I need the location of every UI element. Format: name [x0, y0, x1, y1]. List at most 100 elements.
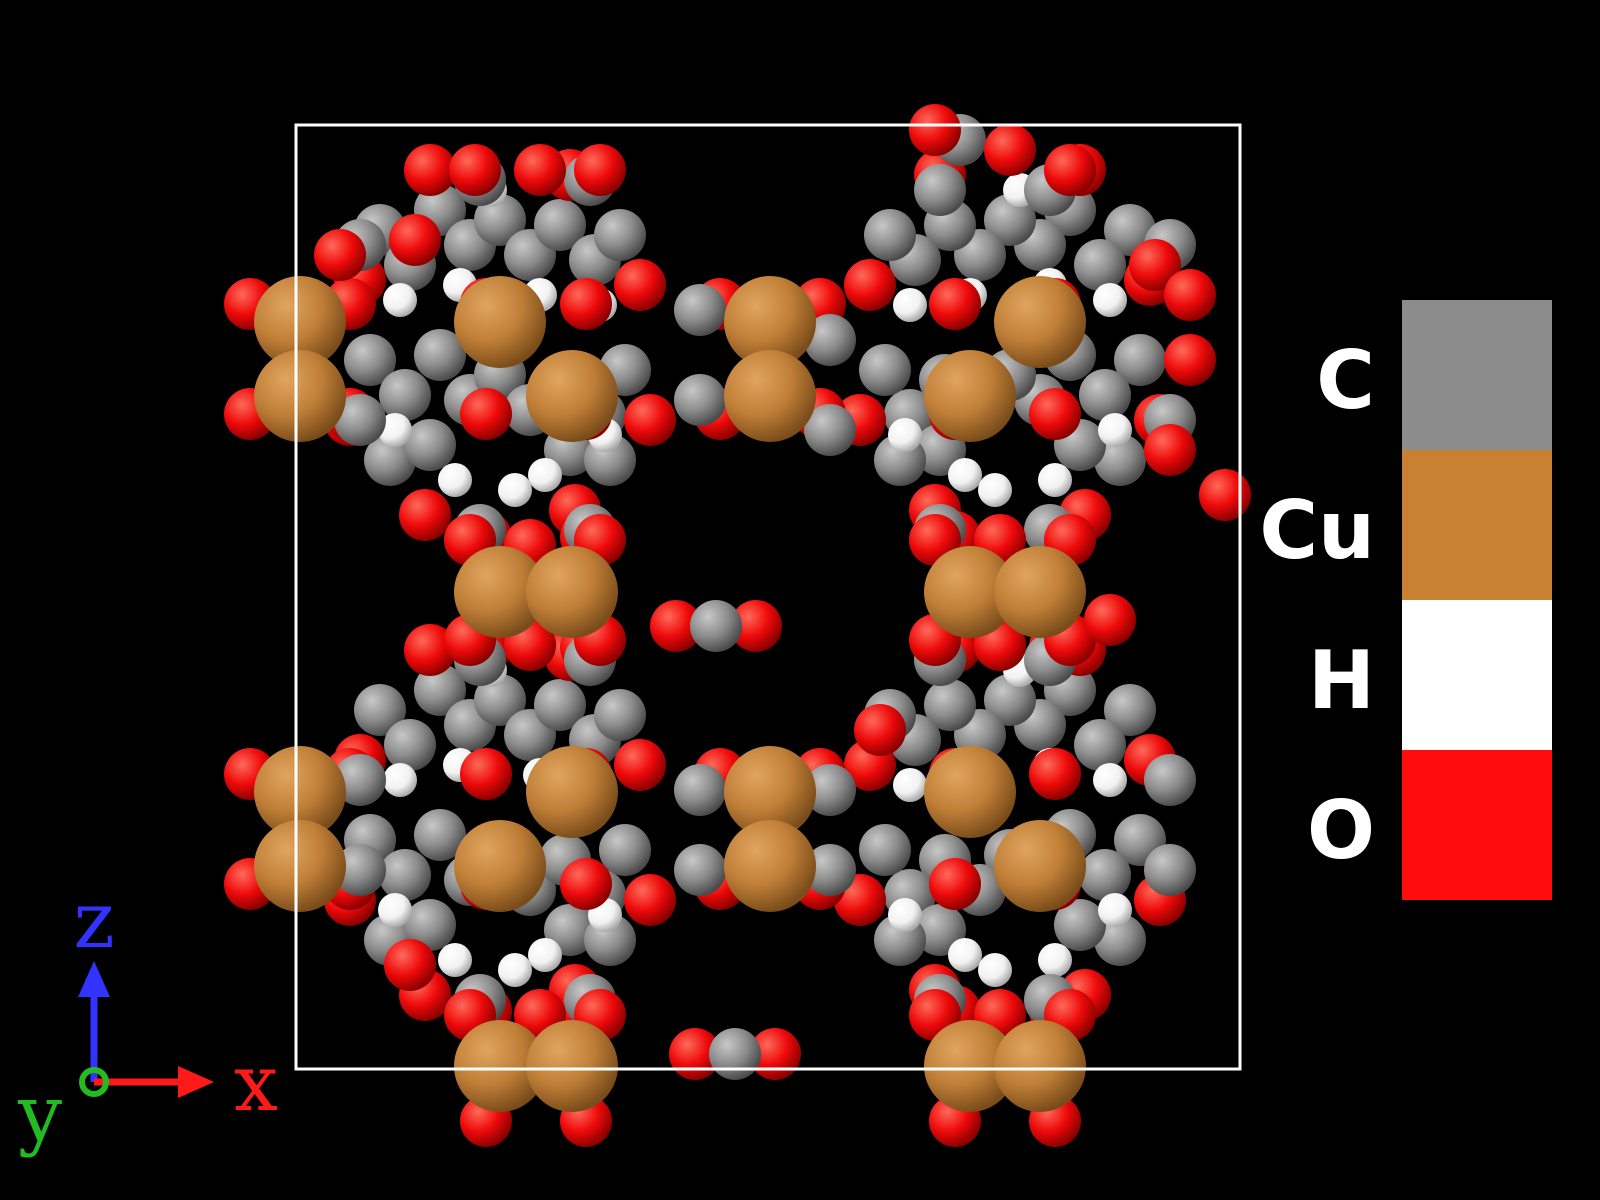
hydrogen-atom — [893, 288, 927, 322]
carbon-atom — [1094, 914, 1146, 966]
copper-atom — [254, 276, 346, 368]
oxygen-atom — [449, 144, 501, 196]
hydrogen-atom — [893, 768, 927, 802]
carbon-atom — [1144, 844, 1196, 896]
legend-label-cu: Cu — [1259, 484, 1375, 577]
carbon-atom — [859, 824, 911, 876]
oxygen-atom — [929, 278, 981, 330]
oxygen-atom — [404, 144, 456, 196]
oxygen-atom — [749, 1028, 801, 1080]
oxygen-atom — [1144, 424, 1196, 476]
oxygen-atom — [614, 259, 666, 311]
carbon-atom — [859, 344, 911, 396]
hydrogen-atom — [383, 283, 417, 317]
hydrogen-atom — [1098, 893, 1132, 927]
hydrogen-atom — [438, 943, 472, 977]
carbon-atom — [864, 209, 916, 261]
oxygen-atom — [1044, 144, 1096, 196]
copper-atom — [526, 546, 618, 638]
molecular-structure — [224, 104, 1251, 1147]
oxygen-atom — [624, 394, 676, 446]
carbon-atom — [804, 404, 856, 456]
copper-atom — [254, 350, 346, 442]
oxygen-atom — [1084, 594, 1136, 646]
hydrogen-atom — [528, 938, 562, 972]
carbon-atom — [364, 434, 416, 486]
carbon-atom — [354, 684, 406, 736]
copper-atom — [994, 1020, 1086, 1112]
carbon-atom — [1094, 434, 1146, 486]
legend-label-o: O — [1307, 784, 1375, 877]
oxygen-atom — [560, 278, 612, 330]
carbon-atom — [674, 374, 726, 426]
hydrogen-atom — [1038, 943, 1072, 977]
oxygen-atom — [909, 104, 961, 156]
carbon-atom — [414, 329, 466, 381]
oxygen-atom — [1199, 469, 1251, 521]
hydrogen-atom — [948, 938, 982, 972]
carbon-atom — [674, 284, 726, 336]
z-axis-arrowhead — [78, 961, 110, 997]
carbon-atom — [924, 679, 976, 731]
carbon-atom — [1104, 684, 1156, 736]
oxygen-atom — [560, 858, 612, 910]
legend-label-c: C — [1316, 334, 1375, 427]
carbon-atom — [1144, 754, 1196, 806]
oxygen-atom — [460, 748, 512, 800]
carbon-atom — [914, 164, 966, 216]
copper-atom — [254, 746, 346, 838]
oxygen-atom — [389, 214, 441, 266]
carbon-atom — [594, 689, 646, 741]
carbon-atom — [414, 809, 466, 861]
oxygen-atom — [624, 874, 676, 926]
copper-atom — [724, 276, 816, 368]
legend-swatch-o — [1402, 750, 1552, 900]
copper-atom — [994, 546, 1086, 638]
carbon-atom — [334, 844, 386, 896]
hydrogen-atom — [948, 458, 982, 492]
oxygen-atom — [650, 600, 702, 652]
carbon-atom — [379, 369, 431, 421]
copper-atom — [724, 820, 816, 912]
unit-cell-box — [294, 123, 1242, 1071]
hydrogen-atom — [498, 473, 532, 507]
oxygen-atom — [1164, 334, 1216, 386]
copper-atom — [454, 820, 546, 912]
copper-atom — [526, 350, 618, 442]
x-axis-arrowhead — [178, 1066, 214, 1098]
copper-atom — [724, 350, 816, 442]
legend-label-h: H — [1308, 634, 1375, 727]
hydrogen-atom — [498, 953, 532, 987]
carbon-atom — [474, 674, 526, 726]
copper-atom — [924, 546, 1016, 638]
oxygen-atom — [460, 388, 512, 440]
oxygen-atom — [669, 1028, 721, 1080]
copper-atom — [254, 820, 346, 912]
carbon-atom — [534, 679, 586, 731]
copper-atom — [994, 276, 1086, 368]
carbon-atom — [414, 664, 466, 716]
carbon-atom — [804, 314, 856, 366]
hydrogen-atom — [528, 458, 562, 492]
element-legend: C Cu H O — [1259, 300, 1552, 900]
carbon-atom — [334, 754, 386, 806]
oxygen-atom — [399, 489, 451, 541]
copper-atom — [924, 1020, 1016, 1112]
copper-atom — [526, 746, 618, 838]
oxygen-atom — [404, 624, 456, 676]
legend-swatch-h — [1402, 600, 1552, 750]
carbon-atom — [334, 394, 386, 446]
carbon-atom — [379, 849, 431, 901]
hydrogen-atom — [888, 898, 922, 932]
hydrogen-atom — [1093, 283, 1127, 317]
copper-atom — [454, 546, 546, 638]
oxygen-atom — [514, 144, 566, 196]
carbon-atom — [709, 1028, 761, 1080]
legend-swatch-c — [1402, 300, 1552, 450]
carbon-atom — [1054, 899, 1106, 951]
carbon-atom — [1114, 334, 1166, 386]
oxygen-atom — [844, 259, 896, 311]
oxygen-atom — [1129, 239, 1181, 291]
x-axis-label: x — [234, 1039, 278, 1129]
